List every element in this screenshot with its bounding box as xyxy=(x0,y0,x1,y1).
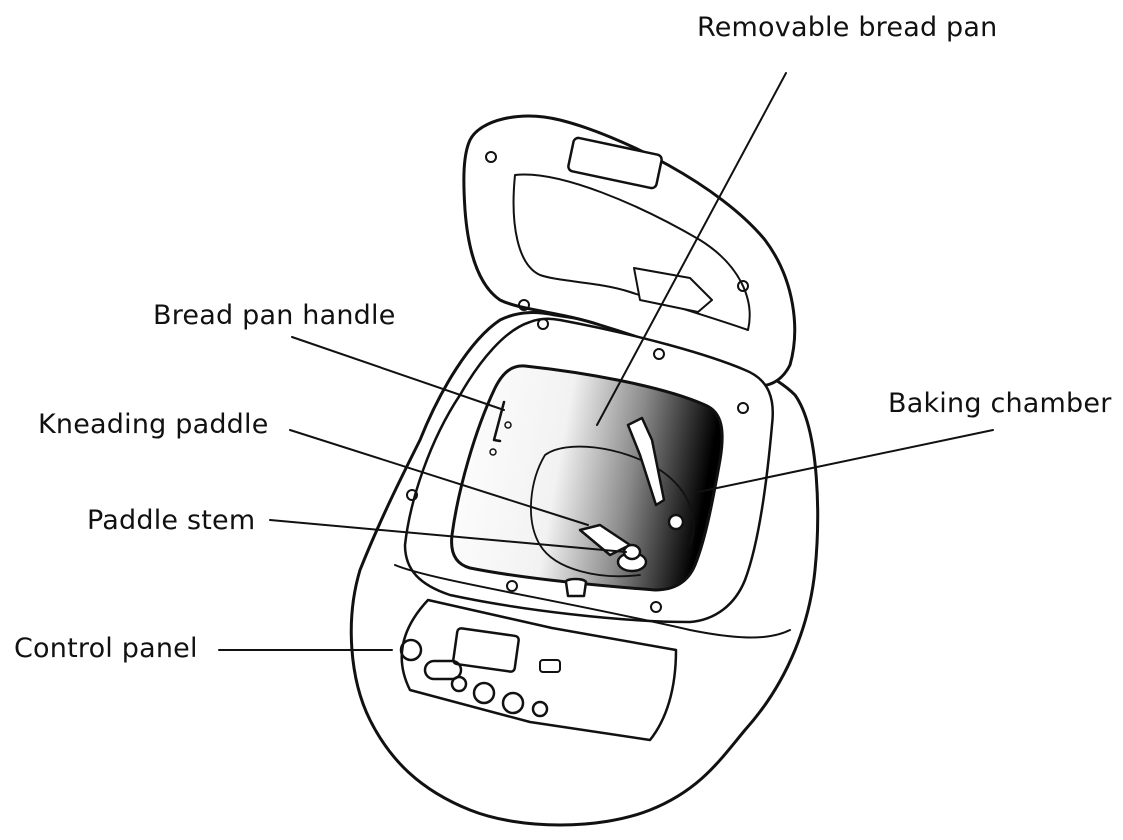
rim-screw xyxy=(537,318,549,330)
control-button xyxy=(399,638,423,662)
label-baking-chamber: Baking chamber xyxy=(888,388,1112,419)
rim-screw xyxy=(650,601,662,613)
body-seam xyxy=(394,564,791,639)
control-button xyxy=(501,691,525,715)
label-bread-pan-handle: Bread pan handle xyxy=(153,300,396,331)
bread-pan xyxy=(450,364,724,592)
rim-screw xyxy=(737,402,749,414)
rim-screw xyxy=(506,580,518,592)
bread-pan-handle xyxy=(492,400,506,443)
control-button xyxy=(472,681,496,705)
leader-kneading-paddle xyxy=(289,429,589,526)
leader-paddle-stem xyxy=(269,519,627,553)
lid-inner-panel xyxy=(512,173,751,331)
lid-screw xyxy=(737,280,749,292)
label-control-panel: Control panel xyxy=(14,633,198,664)
leader-bread-pan-handle xyxy=(291,336,505,411)
control-button xyxy=(531,700,549,718)
lid-screw xyxy=(518,299,530,311)
label-kneading-paddle: Kneading paddle xyxy=(38,409,269,440)
pan-rivet xyxy=(489,448,497,456)
leader-removable-bread-pan xyxy=(596,72,787,426)
lid-window xyxy=(567,136,663,190)
rim-screw xyxy=(406,489,418,501)
chamber-screw xyxy=(667,513,685,531)
pan-rivet xyxy=(504,421,512,429)
control-button xyxy=(423,659,463,681)
control-button xyxy=(539,659,561,673)
bread-maker-illustration xyxy=(349,114,820,827)
control-button xyxy=(450,675,468,693)
label-removable-bread-pan: Removable bread pan xyxy=(697,12,998,43)
label-paddle-stem: Paddle stem xyxy=(87,505,256,536)
callout-leaders xyxy=(218,72,994,651)
lid-latch xyxy=(633,267,713,313)
rim-screw xyxy=(653,348,665,360)
leader-baking-chamber xyxy=(697,429,994,493)
lid-screw xyxy=(485,151,497,163)
kneading-paddle xyxy=(626,416,666,507)
front-latch xyxy=(564,577,588,598)
control-panel-display xyxy=(452,627,520,673)
